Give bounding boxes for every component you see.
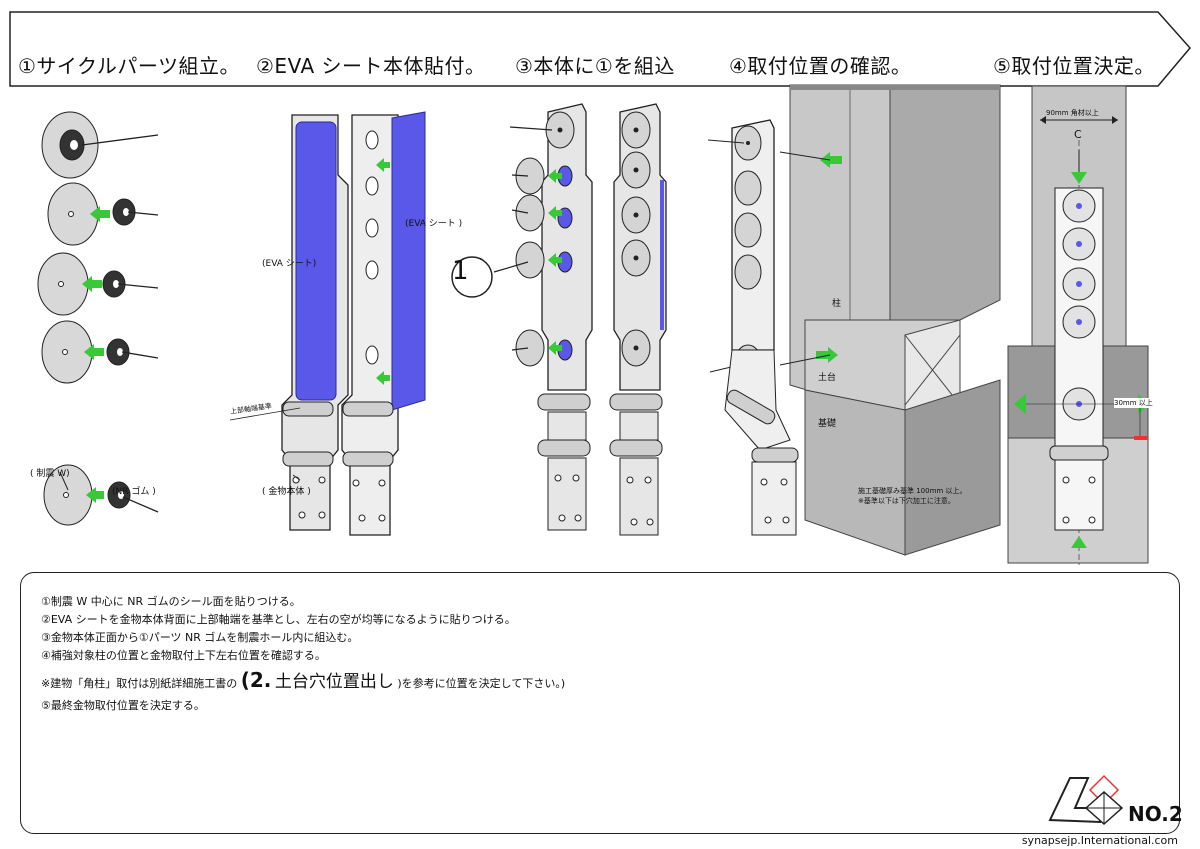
label-kiso-note2: ※基準以下は下穴加工に注意。 (858, 497, 955, 505)
note-line-6: ⑤最終金物取付位置を決定する。 (41, 699, 205, 712)
callout-one: 1 (452, 256, 469, 286)
header-banner (9, 11, 1191, 87)
step2-label: ②EVA シート本体貼付。 (256, 54, 486, 78)
note-line-2: ②EVA シートを金物本体背面に上部軸端を基準とし、左右の空が均等になるように貼… (41, 613, 516, 626)
footer-site: synapsejp.International.com (1021, 834, 1178, 847)
note5-suffix: )を参考に位置を決定して下さい。) (397, 677, 566, 690)
label-kanamono: ( 金物本体 ) (262, 487, 311, 497)
label-kiso-note1: 施工基礎厚み基準 100mm 以上。 (858, 487, 967, 495)
step5-front-view (1007, 85, 1150, 565)
step3-plates (451, 103, 593, 531)
step1-parts (37, 111, 159, 526)
label-dodai: 土台 (818, 373, 837, 383)
note-line-1: ①制震 W 中心に NR ゴムのシール面を貼りつける。 (41, 595, 301, 608)
step4-building (779, 84, 1001, 556)
note-line-4: ④補強対象柱の位置と金物取付上下左右位置を確認する。 (41, 649, 326, 662)
step1-label: ①サイクルパーツ組立。 (18, 54, 241, 78)
note-line-5: ※建物「角柱」取付は別紙詳細施工書の (2. 土台穴位置出し )を参考に位置を決… (41, 667, 565, 692)
step4-label: ④取付位置の確認。 (729, 54, 912, 78)
synapse-logo (1048, 774, 1124, 826)
step2-plates (229, 111, 426, 536)
step3-label: ③本体に①を組込 (515, 54, 675, 78)
label-eva-sheet-left: (EVA シート) (262, 259, 317, 269)
label-dim-30: 30mm 以上 (1114, 398, 1153, 408)
step4-plate (707, 119, 799, 536)
instruction-notes: ①制震 W 中心に NR ゴムのシール面を貼りつける。 ②EVA シートを金物本… (20, 572, 1180, 834)
note5-ref-text: 土台穴位置出し (274, 672, 394, 692)
label-hashira: 柱 (832, 299, 842, 309)
label-center-c: C (1074, 128, 1082, 141)
label-eva-sheet-right: (EVA シート ) (405, 219, 463, 229)
note-line-3: ③金物本体正面から①パーツ NR ゴムを制震ホール内に組込む。 (41, 631, 359, 644)
page-number: NO.2 (1128, 802, 1183, 826)
step5-label: ⑤取付位置決定。 (993, 54, 1155, 78)
note5-ref-num: (2. (240, 668, 272, 692)
label-nr-gomu: (NR ゴム ) (112, 487, 156, 497)
label-kiso: 基礎 (818, 419, 837, 429)
note5-prefix: ※建物「角柱」取付は別紙詳細施工書の (41, 677, 238, 690)
label-seishin-w: ( 制震 W) (30, 469, 70, 479)
label-kakuzai: 90mm 角材以上 (1046, 109, 1099, 117)
step3-plate-front (609, 103, 667, 536)
